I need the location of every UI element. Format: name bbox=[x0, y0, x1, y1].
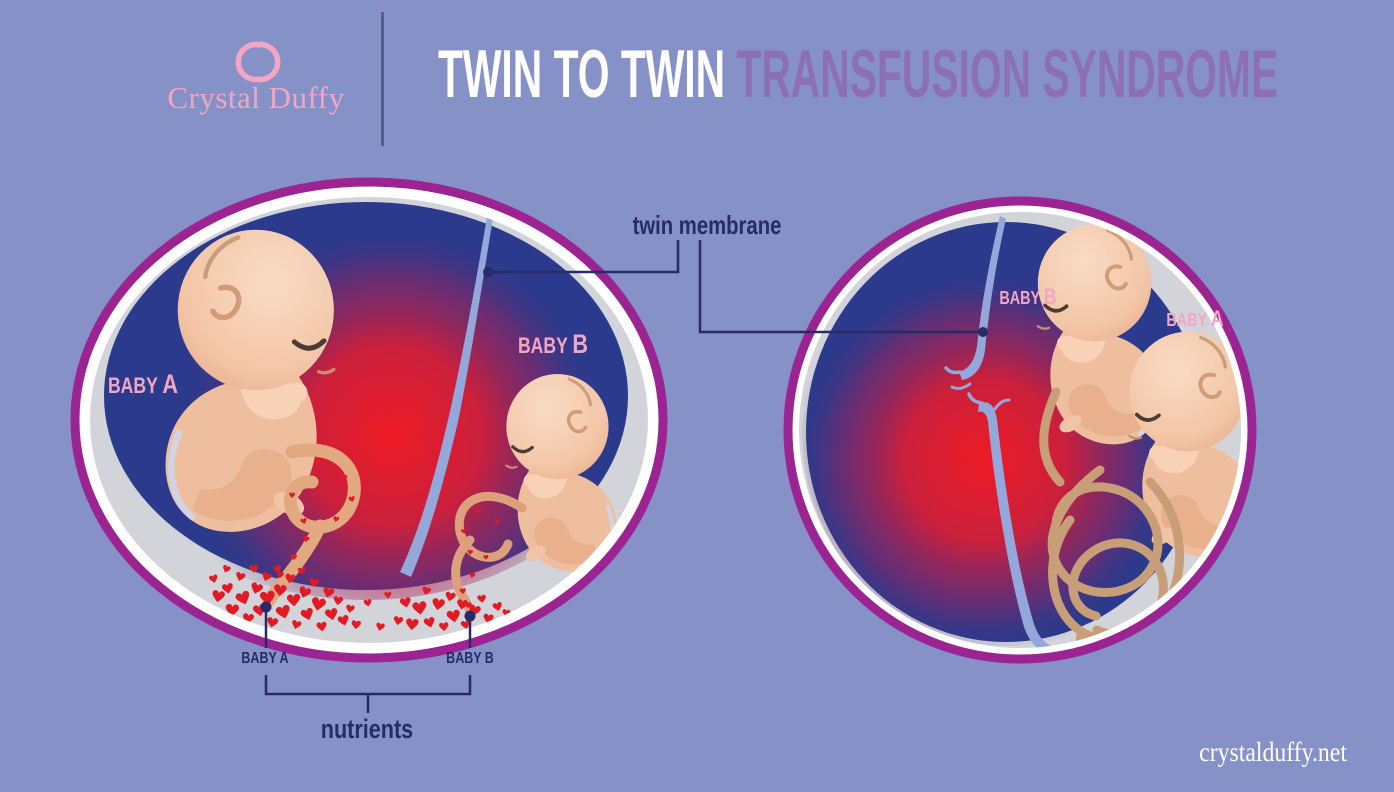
left-baby-b-cord bbox=[451, 492, 527, 618]
right-amniotic-sac bbox=[783, 196, 1257, 664]
nutrients-label: nutrients bbox=[320, 714, 414, 744]
left-baby-b-label: BABY B bbox=[517, 329, 589, 359]
right-baby-b-label: BABY B bbox=[999, 284, 1057, 309]
brand-name: Crystal Duffy bbox=[167, 80, 345, 115]
nutrients-baby-a-label: BABY A bbox=[241, 650, 289, 667]
membrane-connector-lines bbox=[483, 240, 988, 337]
cd-monogram-icon bbox=[235, 41, 281, 83]
left-twin-membrane bbox=[400, 205, 495, 577]
nutrients-connector-lines bbox=[260, 601, 476, 713]
header-divider bbox=[381, 12, 384, 146]
right-baby-a-label: BABY A bbox=[1166, 306, 1224, 331]
title-part-1: TWIN TO TWIN bbox=[438, 36, 726, 112]
left-amniotic-sac bbox=[70, 177, 668, 663]
left-baby-a-label: BABY A bbox=[107, 369, 179, 399]
right-twin-membrane-torn bbox=[944, 216, 1052, 648]
nutrients-baby-b-label: BABY B bbox=[446, 650, 494, 667]
title-part-2: TRANSFUSION SYNDROME bbox=[736, 36, 1279, 112]
page-title: TWIN TO TWIN TRANSFUSION SYNDROME bbox=[438, 40, 1278, 108]
twin-membrane-label: twin membrane bbox=[632, 210, 782, 240]
website-url: crystalduffy.net bbox=[1199, 737, 1347, 767]
